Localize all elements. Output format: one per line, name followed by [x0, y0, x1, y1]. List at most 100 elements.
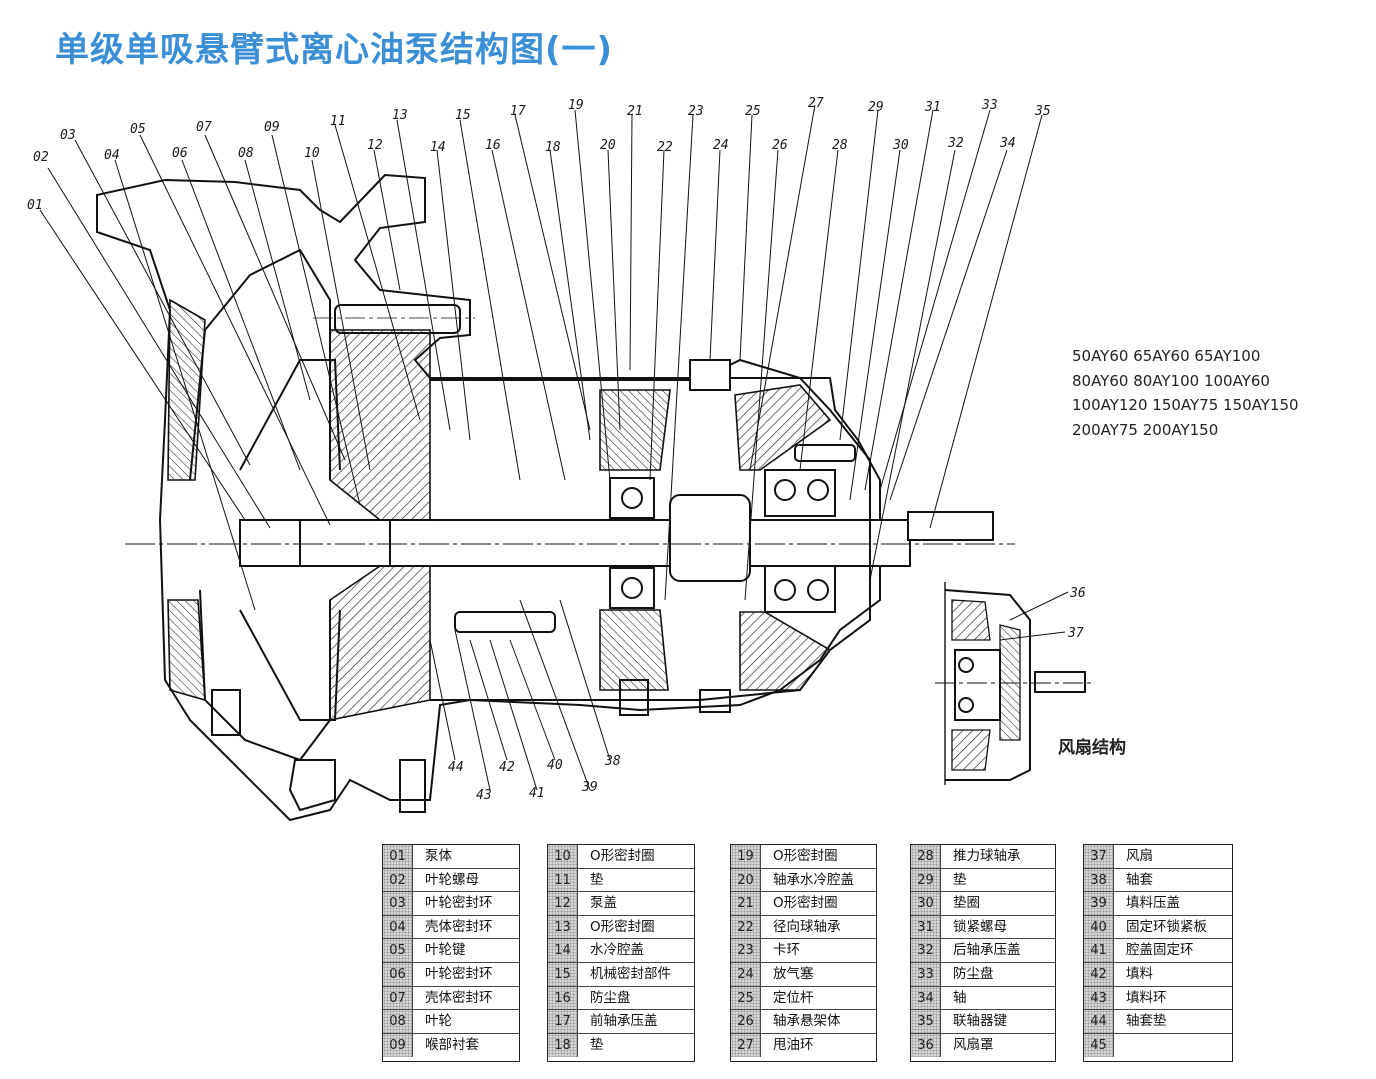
legend-part-number: 23 [731, 939, 761, 962]
legend-part-name: O形密封圈 [590, 848, 655, 864]
callout-15: 15 [455, 108, 471, 123]
callout-37: 37 [1068, 626, 1084, 641]
legend-part-name: O形密封圈 [773, 895, 838, 912]
legend-part-number: 34 [911, 986, 941, 1010]
callout-24: 24 [713, 138, 729, 153]
legend-part-number: 01 [383, 845, 413, 868]
callout-06: 06 [172, 146, 188, 161]
callout-04: 04 [104, 148, 120, 163]
callout-20: 20 [600, 138, 616, 153]
legend-part-number: 02 [383, 868, 413, 892]
legend-part-number: 19 [731, 845, 761, 868]
legend-part-name: 叶轮密封环 [425, 965, 493, 982]
model-line: 80AY60 80AY100 100AY60 [1072, 371, 1270, 390]
callout-16: 16 [485, 138, 501, 153]
callout-30: 30 [893, 138, 909, 153]
legend-part-number: 15 [548, 962, 578, 986]
legend-part-number: 45 [1084, 1033, 1114, 1058]
legend-part-number: 06 [383, 962, 413, 986]
legend-part-name: 轴承悬架体 [773, 1013, 841, 1030]
legend-part-number: 20 [731, 868, 761, 892]
legend-part-number: 41 [1084, 939, 1114, 962]
legend-part-name: 轴套垫 [1126, 1013, 1167, 1030]
legend-row: 25 定位杆 [731, 986, 876, 1011]
callout-32: 32 [948, 136, 964, 151]
legend-part-name: 联轴器键 [953, 1013, 1007, 1030]
legend-part-number: 17 [548, 1010, 578, 1033]
legend-part-name: 叶轮键 [425, 942, 466, 959]
callout-43: 43 [476, 788, 492, 803]
legend-part-number: 26 [731, 1010, 761, 1033]
legend-part-number: 38 [1084, 868, 1114, 892]
page-title: 单级单吸悬臂式离心油泵结构图(一) [55, 30, 614, 70]
legend-part-name: 垫 [953, 871, 967, 888]
legend-part-name: 定位杆 [773, 989, 814, 1006]
legend-part-number: 30 [911, 892, 941, 915]
callout-05: 05 [130, 122, 146, 137]
legend-part-name: 水冷腔盖 [590, 942, 644, 959]
callout-12: 12 [367, 138, 383, 153]
legend-part-name: 固定环锁紧板 [1126, 918, 1207, 935]
legend-part-name: 甩油环 [773, 1036, 814, 1053]
legend-part-number: 42 [1084, 962, 1114, 986]
callout-14: 14 [430, 140, 446, 155]
legend-part-number: 29 [911, 868, 941, 892]
callout-19: 19 [568, 98, 584, 113]
legend-part-number: 36 [911, 1033, 941, 1058]
legend-part-name: 喉部衬套 [425, 1036, 479, 1053]
legend-part-number: 32 [911, 939, 941, 962]
legend-part-name: 填料压盖 [1126, 895, 1180, 912]
callout-13: 13 [392, 108, 408, 123]
model-line: 200AY75 200AY150 [1072, 420, 1219, 439]
legend-part-name: O形密封圈 [590, 918, 655, 935]
legend-part-number: 21 [731, 892, 761, 915]
callout-22: 22 [657, 140, 673, 155]
callout-28: 28 [832, 138, 848, 153]
legend-part-name: 锁紧螺母 [953, 918, 1007, 935]
callout-18: 18 [545, 140, 561, 155]
legend-part-name: 轴 [953, 989, 967, 1006]
callout-26: 26 [772, 138, 788, 153]
legend-part-number: 33 [911, 962, 941, 986]
callout-11: 11 [330, 114, 346, 129]
callout-02: 02 [33, 150, 49, 165]
legend-row: 21 O形密封圈 [731, 892, 876, 916]
callout-29: 29 [868, 100, 884, 115]
legend-row: 45 [1084, 1033, 1232, 1058]
callout-01: 01 [27, 198, 43, 213]
legend-part-number: 27 [731, 1033, 761, 1058]
legend-row: 44 轴套垫 [1084, 1010, 1232, 1034]
model-list: 50AY60 65AY60 65AY100 80AY60 80AY100 100… [1072, 344, 1299, 442]
legend-part-number: 24 [731, 962, 761, 986]
fan-structure-caption: 风扇结构 [1058, 738, 1126, 758]
callout-27: 27 [808, 96, 824, 111]
callout-44: 44 [448, 760, 464, 775]
legend-part-number: 11 [548, 868, 578, 892]
legend-part-number: 04 [383, 915, 413, 939]
legend-part-number: 25 [731, 986, 761, 1010]
callout-21: 21 [627, 104, 643, 119]
callout-42: 42 [499, 760, 515, 775]
legend-part-name: 垫 [590, 1036, 604, 1053]
legend-part-number: 44 [1084, 1010, 1114, 1033]
